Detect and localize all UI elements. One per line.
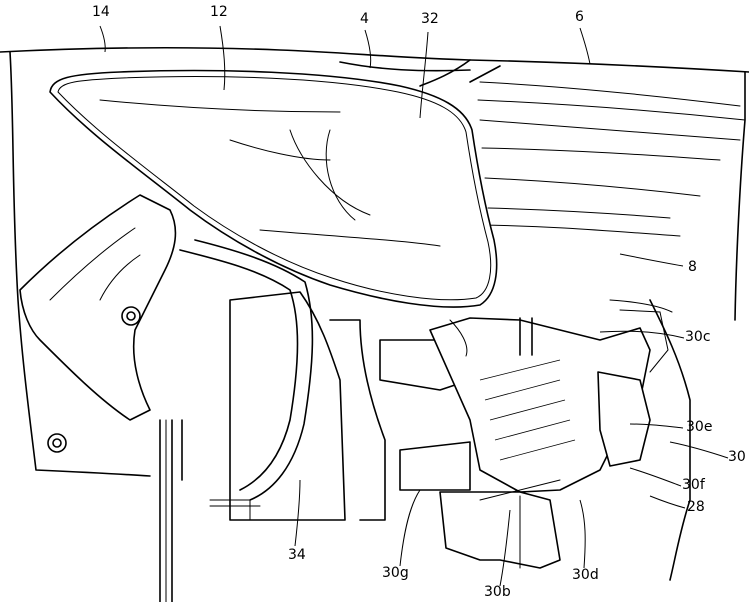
- label-28: 28: [687, 499, 705, 515]
- label-34: 34: [288, 547, 306, 563]
- label-12: 12: [210, 4, 228, 20]
- label-30g: 30g: [382, 565, 409, 581]
- label-14: 14: [92, 4, 110, 20]
- bracket-34: [179, 239, 386, 521]
- upper-body-panels: [0, 47, 749, 477]
- leader-lines: [99, 25, 729, 587]
- panel-28: [609, 299, 691, 581]
- label-30f: 30f: [682, 477, 705, 493]
- label-30: 30: [728, 449, 746, 465]
- label-32: 32: [421, 11, 439, 27]
- label-6: 6: [575, 9, 584, 25]
- fender-bracket: [19, 194, 183, 602]
- label-30d: 30d: [572, 567, 599, 583]
- label-8: 8: [688, 259, 697, 275]
- label-30c: 30c: [685, 329, 711, 345]
- label-30b: 30b: [484, 584, 511, 600]
- label-4: 4: [360, 11, 369, 27]
- label-30e: 30e: [686, 419, 713, 435]
- fixture-assembly-30: [379, 309, 669, 569]
